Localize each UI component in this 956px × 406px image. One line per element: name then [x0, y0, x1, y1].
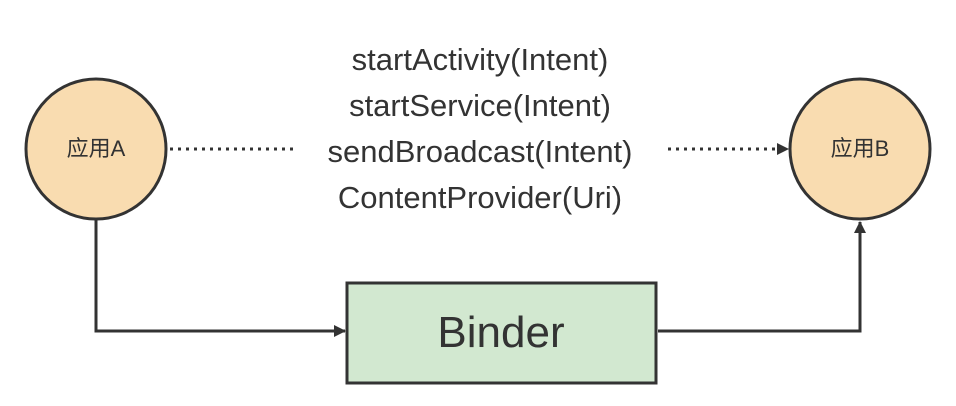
app-b-node: 应用B — [788, 77, 932, 221]
app-a-label: 应用A — [67, 136, 126, 161]
binder-path-out — [658, 221, 866, 333]
direct-call-label: startService(Intent) — [349, 88, 611, 123]
app-a-circle — [24, 77, 168, 221]
app-b-label: 应用B — [831, 136, 890, 161]
binder-path-in — [94, 215, 346, 337]
direct-call-label: ContentProvider(Uri) — [338, 180, 622, 215]
app-a-node: 应用A — [24, 77, 168, 221]
direct-call-label: sendBroadcast(Intent) — [327, 134, 632, 169]
binder-node: Binder — [345, 281, 658, 385]
direct-call-label: startActivity(Intent) — [352, 42, 609, 77]
app-b-circle — [788, 77, 932, 221]
direct-call-labels: startActivity(Intent) startService(Intent… — [327, 42, 632, 215]
binder-label: Binder — [437, 308, 564, 357]
binder-box — [345, 281, 658, 385]
